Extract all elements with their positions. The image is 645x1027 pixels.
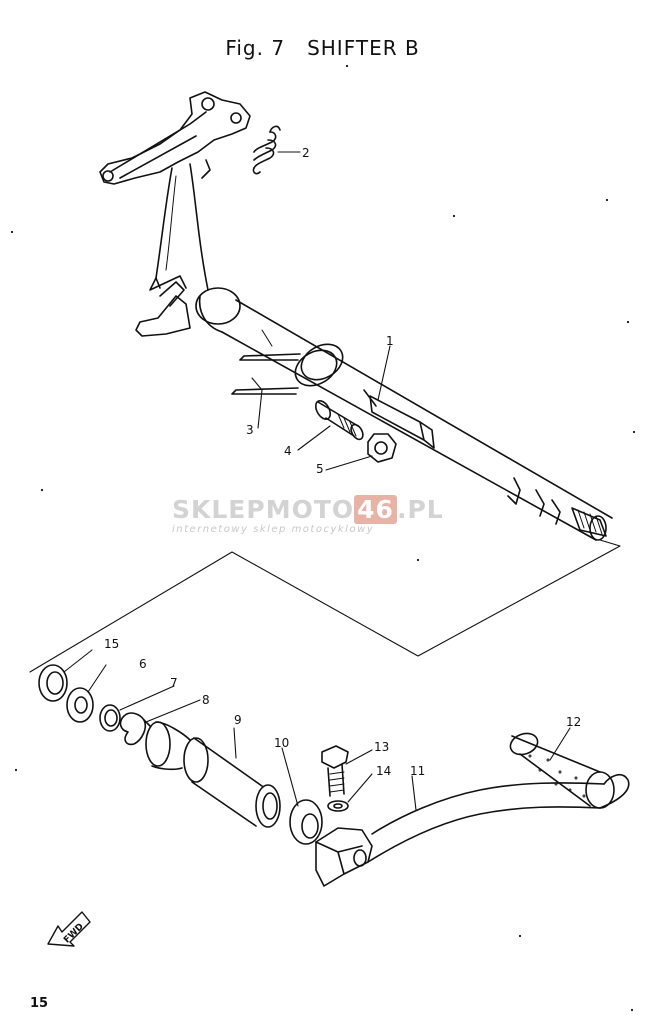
callout-13: 13	[374, 740, 389, 754]
callout-4: 4	[284, 444, 292, 458]
hex-nut	[367, 433, 397, 463]
callout-6: 6	[139, 657, 147, 671]
callout-2: 2	[302, 146, 310, 160]
figure-title: Fig. 7 SHIFTER B	[0, 36, 645, 60]
shift-arm-bracket	[99, 91, 251, 337]
callout-10: 10	[274, 736, 289, 750]
callout-14: 14	[376, 764, 391, 778]
watermark-brand-number: 46	[354, 495, 397, 524]
callout-11: 11	[410, 764, 425, 778]
torsion-spring	[231, 343, 344, 395]
shift-shaft	[221, 299, 613, 541]
figure-name: SHIFTER B	[307, 36, 420, 60]
washer	[66, 687, 94, 723]
callout-8: 8	[202, 693, 210, 707]
oil-seal	[38, 664, 68, 702]
o-ring	[99, 704, 121, 732]
callout-12: 12	[566, 715, 581, 729]
callout-5: 5	[316, 462, 324, 476]
callout-9: 9	[234, 713, 242, 727]
callout-15: 15	[104, 637, 119, 651]
spring-washer	[327, 800, 349, 812]
print-specks	[10, 64, 636, 1012]
figure-number: Fig. 7	[225, 36, 286, 60]
return-spring	[252, 125, 281, 175]
callout-numbers: 2 1 3 4 5 15 6 7 8 9 10 13 14 11 12	[104, 146, 581, 778]
pedal-rubber	[509, 732, 615, 809]
callout-1: 1	[386, 334, 394, 348]
watermark-brand-text: SKLEPMOTO	[172, 495, 355, 524]
circlip	[119, 712, 151, 746]
assembly-frame-lines	[29, 539, 621, 673]
leader-lines	[63, 151, 571, 811]
pinch-bolt	[321, 745, 349, 797]
callout-7: 7	[170, 676, 178, 690]
change-pedal	[315, 773, 630, 887]
forward-arrow-icon: FWD	[47, 911, 91, 947]
callout-3: 3	[246, 423, 254, 437]
watermark-tagline: internetowy sklep motocyklowy	[172, 524, 375, 535]
eccentric-bolt	[314, 400, 364, 441]
forward-arrow-label: FWD	[62, 922, 86, 946]
bushing	[145, 721, 281, 828]
watermark-brand-suffix: .PL	[396, 495, 444, 524]
thrust-washer	[289, 799, 323, 845]
page-number: 15	[30, 996, 49, 1011]
